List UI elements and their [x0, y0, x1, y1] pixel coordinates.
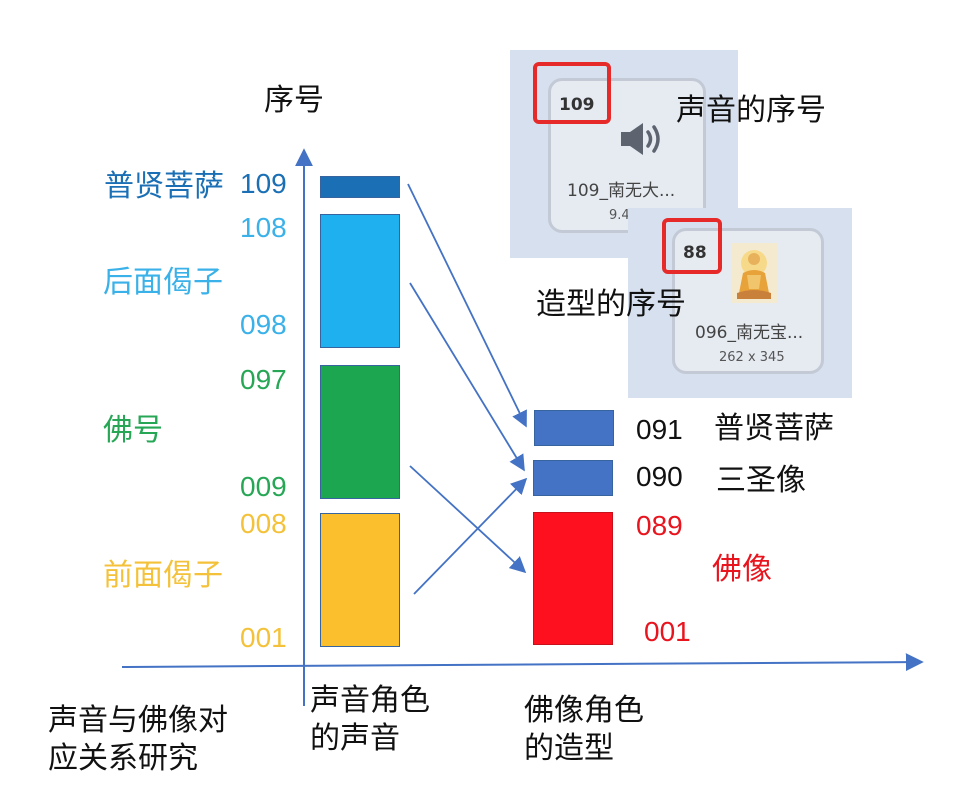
arrow-qianmian-to-sanshengxiang [413, 477, 528, 595]
buddha-thumbnail [731, 243, 777, 303]
sound-bar-puxian [320, 176, 400, 198]
sound-group-label-puxian: 普贤菩萨 [104, 169, 224, 204]
sound-group-label-qianmian: 前面偈子 [103, 558, 223, 593]
costume-card-name: 096_南无宝... [695, 323, 804, 343]
sound-group-top-puxian: 109 [240, 168, 287, 199]
y-axis-title: 序号 [264, 83, 324, 118]
sound-group-top-houmian: 108 [240, 212, 287, 243]
arrow-fohao-to-foxiang [409, 465, 527, 574]
statue-number-top-foxiang: 089 [636, 510, 683, 541]
sound-axis-caption: 声音角色 的声音 [310, 683, 430, 756]
arrow-puxian-to-puxian [407, 183, 527, 428]
sound-group-label-houmian: 后面偈子 [103, 265, 223, 300]
sound-group-bottom-fohao: 009 [240, 471, 287, 502]
x-axis [121, 653, 924, 672]
statue-label-foxiang: 佛像 [712, 552, 772, 587]
statue-bar-sanshengxiang [533, 460, 613, 496]
sound-bar-houmian [320, 214, 400, 348]
statue-label-puxian: 普贤菩萨 [714, 411, 834, 446]
sound-card-badge: 109 [559, 95, 595, 115]
statue-bar-foxiang [533, 512, 613, 645]
statue-bar-puxian [534, 410, 614, 446]
sound-bar-qianmian [320, 513, 400, 647]
statue-axis-caption: 佛像角色 的造型 [524, 693, 644, 766]
sound-bar-fohao [320, 365, 400, 499]
sound-card-annotation: 声音的序号 [676, 93, 826, 128]
costume-card-annotation: 造型的序号 [536, 287, 686, 322]
costume-card-size: 262 x 345 [719, 350, 785, 365]
statue-number-puxian: 091 [636, 414, 683, 445]
sound-group-top-fohao: 097 [240, 364, 287, 395]
statue-label-sanshengxiang: 三圣像 [716, 463, 806, 498]
arrow-houmian-to-sanshengxiang [409, 282, 525, 472]
sound-group-bottom-qianmian: 001 [240, 622, 287, 653]
statue-number-bottom-foxiang: 001 [644, 616, 691, 647]
costume-card[interactable]: 88 096_南无宝... 262 x 345 [672, 228, 824, 374]
sound-card-size: 9.4 [609, 208, 630, 223]
sound-badge-highlight [533, 62, 611, 124]
speaker-icon [621, 123, 660, 155]
diagram-caption: 声音与佛像对 应关系研究 [48, 703, 228, 776]
statue-number-sanshengxiang: 090 [636, 461, 683, 492]
sound-card-name: 109_南无大... [567, 181, 676, 201]
costume-card-badge: 88 [683, 243, 707, 263]
sound-group-bottom-houmian: 098 [240, 309, 287, 340]
costume-card-panel: 88 096_南无宝... 262 x 345 [628, 208, 852, 398]
sound-group-label-fohao: 佛号 [103, 413, 163, 448]
costume-badge-highlight [662, 218, 722, 274]
sound-group-top-qianmian: 008 [240, 508, 287, 539]
sound-card[interactable]: 109 109_南无大... 9.4 [548, 78, 706, 233]
